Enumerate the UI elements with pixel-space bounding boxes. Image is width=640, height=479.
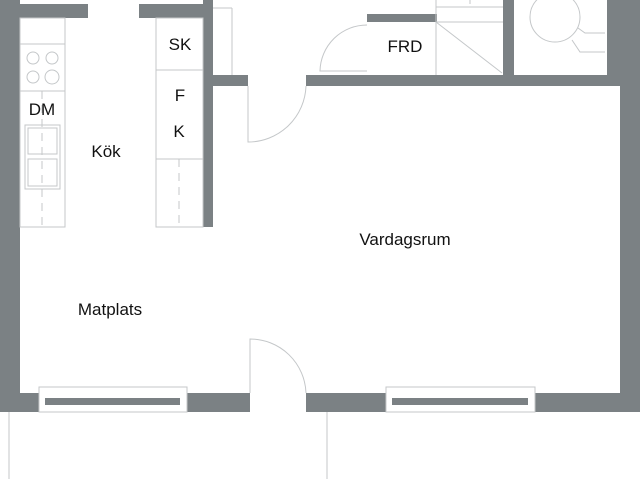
exterior-lines bbox=[8, 412, 328, 479]
room-label-kitchen: Kök bbox=[91, 142, 121, 161]
walls bbox=[0, 0, 640, 412]
boiler bbox=[529, 0, 605, 53]
room-label-living: Vardagsrum bbox=[359, 230, 451, 249]
dishwasher-label: DM bbox=[28, 100, 56, 119]
kitchen-counters bbox=[19, 7, 233, 228]
fridge-label: F bbox=[174, 86, 186, 105]
windows bbox=[38, 386, 536, 413]
doors bbox=[247, 24, 368, 394]
room-label-dining: Matplats bbox=[77, 300, 143, 319]
stairs bbox=[435, 0, 503, 75]
room-label-storage: FRD bbox=[387, 37, 423, 56]
freezer-label: K bbox=[173, 122, 185, 141]
cabinet-label: SK bbox=[168, 35, 192, 54]
